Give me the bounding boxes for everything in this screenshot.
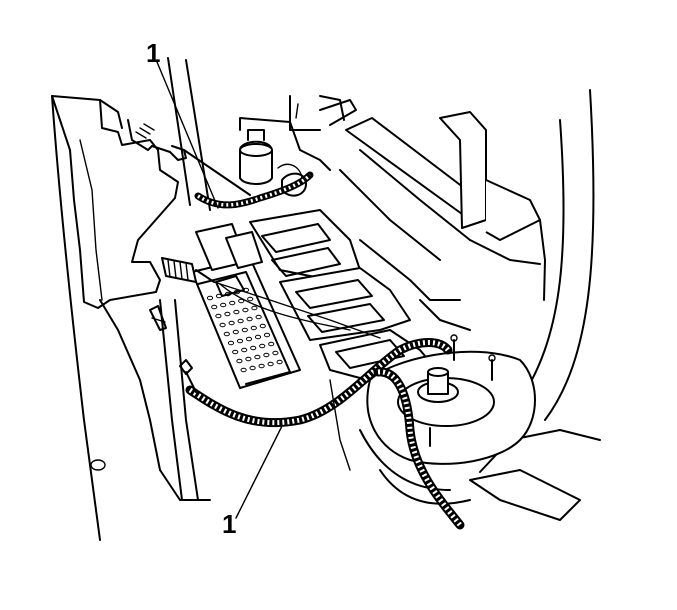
tray-hole xyxy=(250,325,257,331)
tray-hole xyxy=(232,349,239,355)
tray-hole xyxy=(276,359,283,365)
callout-label-upper: 1 xyxy=(146,38,160,68)
tray-hole xyxy=(224,311,231,317)
tray-hole xyxy=(228,320,235,326)
harness-connector xyxy=(161,257,215,283)
relay-boxes xyxy=(195,223,263,297)
tray-hole xyxy=(227,340,235,346)
left-fender-panel xyxy=(51,95,211,541)
strut-column xyxy=(149,299,199,501)
tray-hole xyxy=(241,347,248,353)
brake-reservoir xyxy=(239,117,331,197)
tray-hole xyxy=(268,341,275,347)
tray-hole xyxy=(267,361,274,367)
upper-connector-bracket xyxy=(127,119,251,196)
tray-hole xyxy=(223,331,230,337)
tray-hole xyxy=(237,318,244,324)
tray-hole xyxy=(259,323,266,329)
tray-hole xyxy=(211,304,218,310)
front-lower-panel xyxy=(379,429,601,521)
callout-label-lower: 1 xyxy=(222,509,236,539)
callout-leaders xyxy=(156,61,283,519)
tray-hole xyxy=(263,352,270,358)
tray-hole xyxy=(238,298,245,304)
tray-hole xyxy=(249,365,256,371)
tray-hole xyxy=(247,296,254,302)
tray-hole xyxy=(219,322,226,328)
right-structure-panel xyxy=(319,89,595,421)
tray-hole xyxy=(233,309,240,315)
tray-hole xyxy=(245,356,252,362)
tray-hole xyxy=(263,332,271,338)
tray-hole xyxy=(242,307,249,313)
tray-hole xyxy=(272,350,279,356)
tray-hole xyxy=(240,367,247,373)
tray-hole xyxy=(236,338,244,344)
tray-hole xyxy=(215,313,222,319)
tray-hole xyxy=(206,295,214,301)
tray-hole xyxy=(220,302,227,308)
tray-hole xyxy=(250,345,257,351)
tray-hole xyxy=(258,363,265,369)
tray-hole xyxy=(236,358,243,364)
tray-hole xyxy=(255,314,262,320)
tray-hole xyxy=(251,305,258,311)
tray-hole xyxy=(246,316,253,322)
tray-hole xyxy=(232,329,239,335)
tray-hole xyxy=(241,327,248,333)
thin-cables xyxy=(213,281,381,471)
tray-hole xyxy=(245,336,253,342)
tray-hole xyxy=(254,354,261,360)
tray-hole xyxy=(229,300,236,306)
tray-hole xyxy=(259,343,266,349)
firewall-structure xyxy=(167,57,345,211)
tray-hole xyxy=(254,334,262,340)
